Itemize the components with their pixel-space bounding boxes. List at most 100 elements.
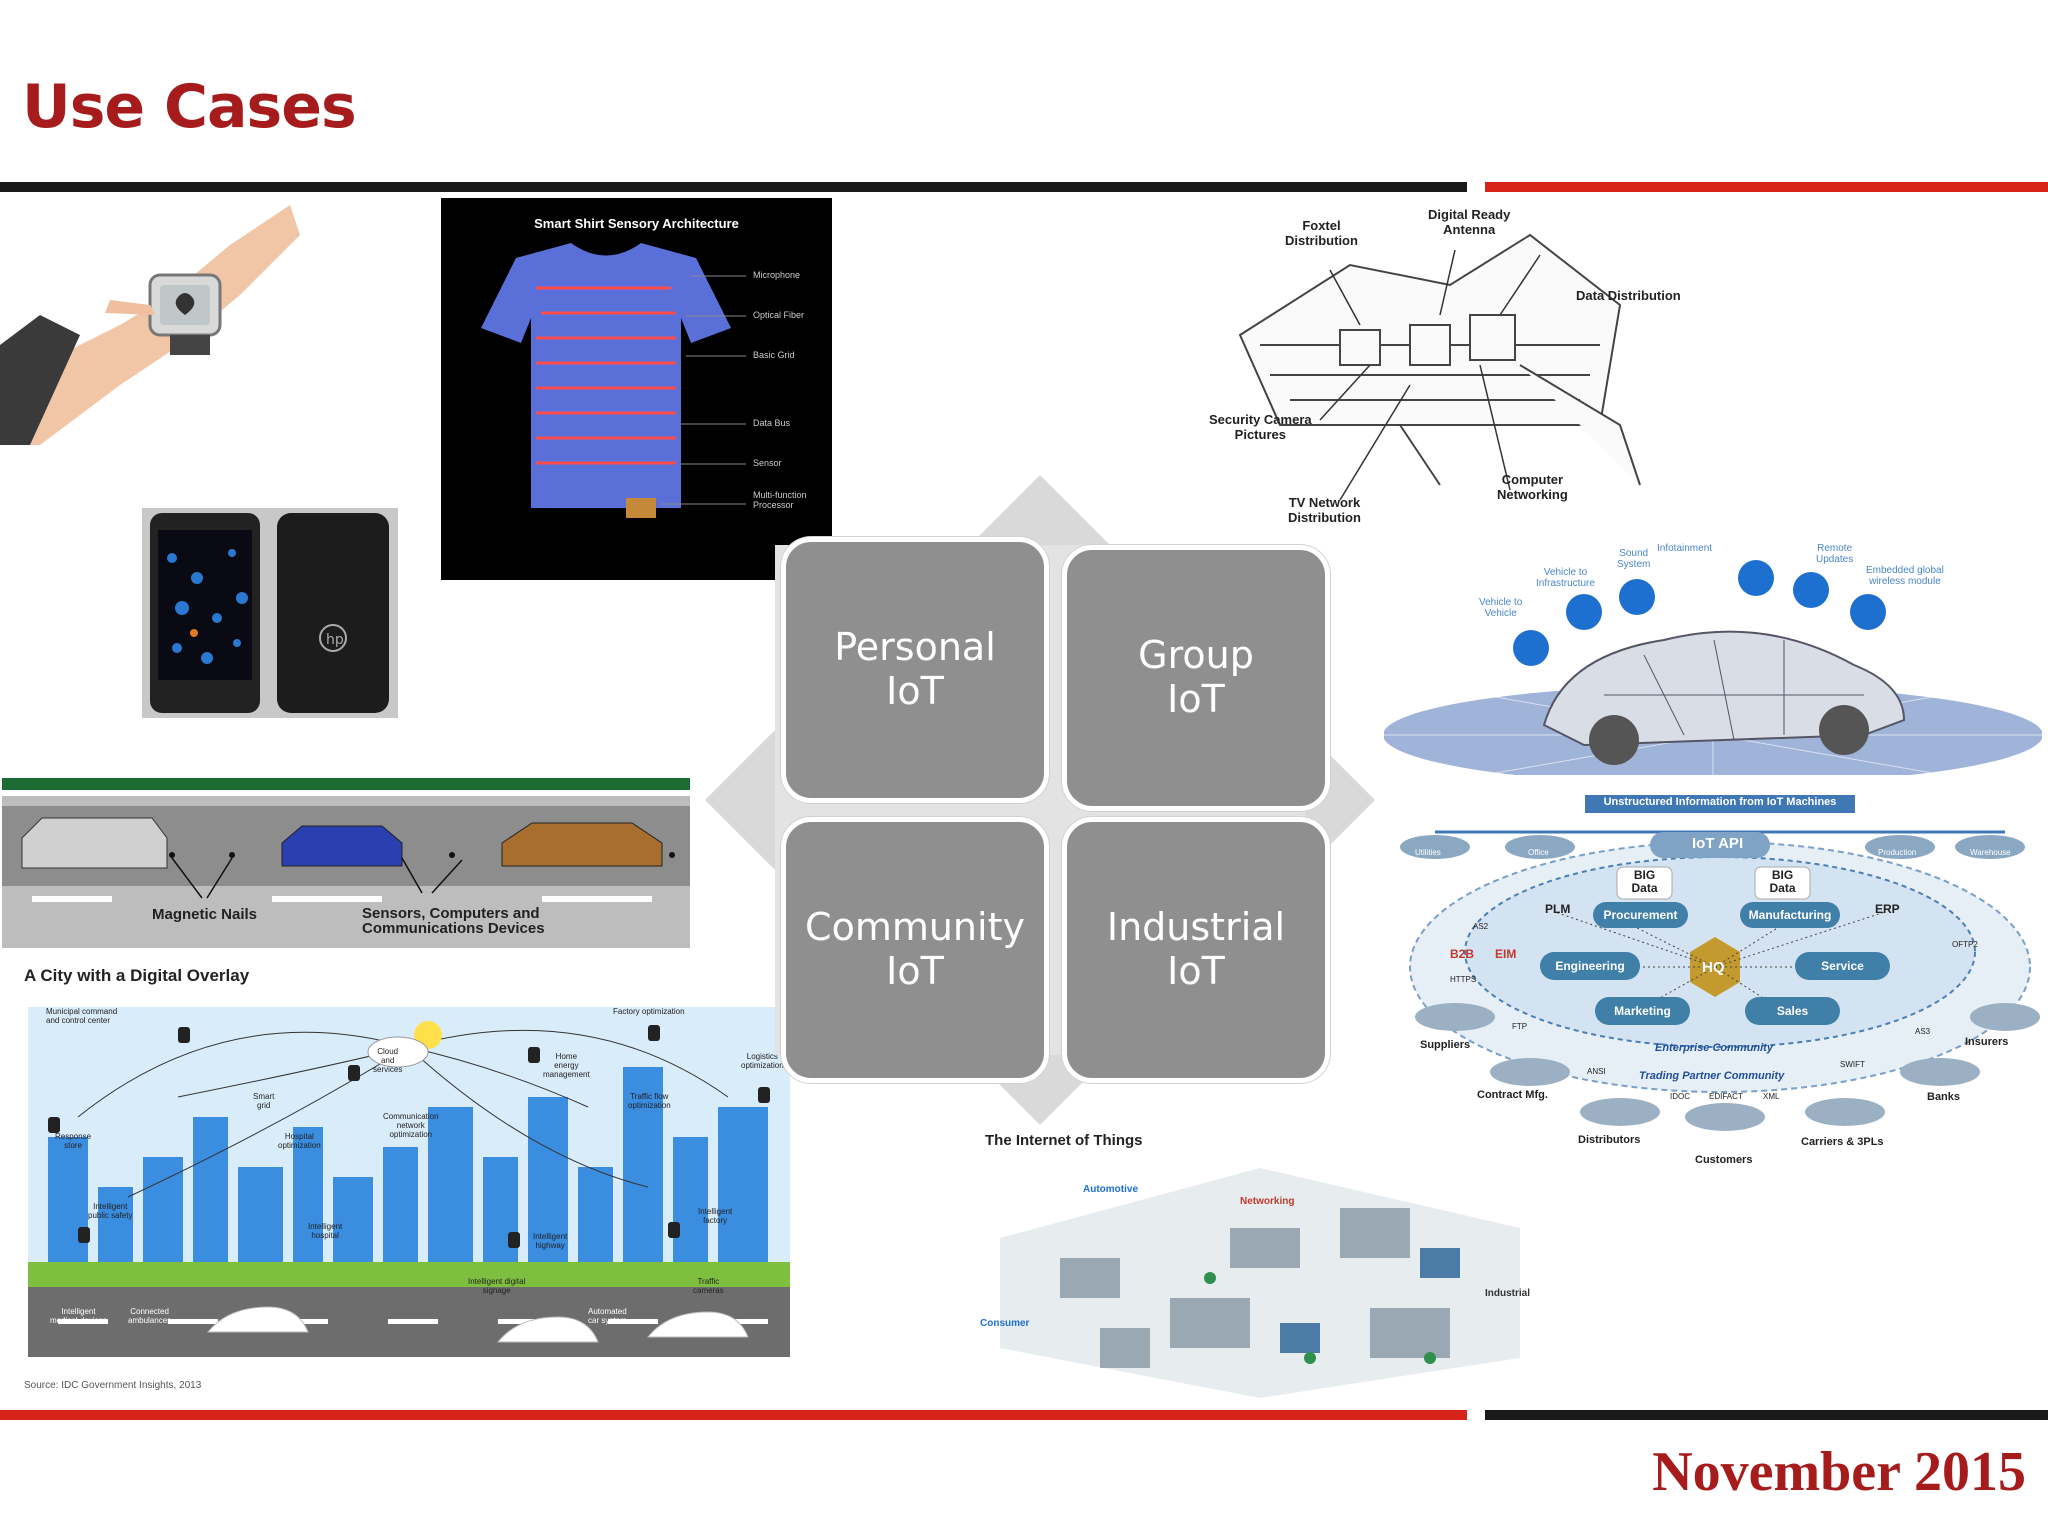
city-label: Municipal command and control center [46, 1007, 118, 1025]
module-marketing: Marketing [1595, 997, 1690, 1025]
partner-label: Customers [1695, 1154, 1753, 1166]
svg-text:hp: hp [326, 632, 344, 648]
enterprise-top-icon: Office [1528, 848, 1549, 857]
protocol-label: FTP [1512, 1022, 1528, 1031]
partner-label: Suppliers [1420, 1039, 1471, 1051]
shirt-label: Microphone [753, 270, 801, 280]
smart-road-diagram: Magnetic Nails Sensors, Computers and Co… [2, 778, 690, 948]
city-label: Intelligent public safety [88, 1202, 133, 1220]
partner-label: Contract Mfg. [1477, 1089, 1548, 1101]
city-label: Logistics optimization [741, 1052, 784, 1070]
iot-things-label: Automotive [1083, 1184, 1138, 1195]
module-hq: HQ [1702, 959, 1725, 976]
module-service: Service [1795, 952, 1890, 980]
smart-shirt-panel: Smart Shirt Sensory Architecture Microph… [441, 198, 832, 580]
city-label: Connected ambulances [128, 1307, 172, 1325]
protocol-label: AS2 [1473, 922, 1489, 931]
enterprise-top-icon: Production [1878, 848, 1917, 857]
city-label: Traffic flow optimization [628, 1092, 671, 1110]
car-label: Embedded global wireless module [1866, 565, 1944, 587]
enterprise-top-icon: Utilities [1415, 848, 1441, 857]
smart-home-diagram: Foxtel Distribution Digital Ready Antenn… [1200, 195, 1720, 540]
iot-api-label: IoT API [1692, 835, 1744, 852]
car-label: Vehicle to Vehicle [1479, 597, 1523, 619]
city-digital-overlay: A City with a Digital Overlay Municipal … [18, 962, 798, 1402]
house-label: Foxtel Distribution [1285, 218, 1358, 248]
big-data-label: BIG Data [1769, 868, 1796, 896]
house-label: Security Camera Pictures [1209, 412, 1312, 442]
city-label: Smart grid [253, 1092, 275, 1110]
shirt-label: Multi-function Processor [753, 490, 807, 510]
quadrant-personal-iot: Personal IoT [781, 537, 1049, 803]
car-label: Remote Updates [1816, 543, 1854, 565]
protocol-label: AS3 [1915, 1027, 1931, 1036]
module-manufacturing: Manufacturing [1740, 902, 1840, 928]
city-label: Hospital optimization [278, 1132, 321, 1150]
house-label: Data Distribution [1576, 288, 1681, 303]
city-label: Cloud and services [373, 1047, 403, 1074]
city-label: Intelligent factory [698, 1207, 733, 1225]
house-label: Computer Networking [1497, 472, 1568, 502]
protocol-label: OFTP2 [1952, 940, 1978, 949]
car-label: Sound System [1617, 548, 1651, 570]
internet-of-things-illustration: The Internet of Things Automotive Networ… [980, 1128, 1540, 1398]
city-label: Home energy management [543, 1052, 590, 1079]
enterprise-top-icon: Warehouse [1970, 848, 2011, 857]
enterprise-header: Unstructured Information from IoT Machin… [1603, 796, 1837, 808]
quadrant-group-iot: Group IoT [1062, 545, 1330, 811]
top-rule-red [1485, 182, 2048, 192]
eim-label: EIM [1495, 947, 1517, 961]
house-label: Digital Ready Antenna [1428, 207, 1511, 237]
shirt-label: Basic Grid [753, 350, 795, 360]
slide-title: Use Cases [22, 72, 357, 142]
protocol-label: IDOC [1670, 1092, 1690, 1101]
city-label: Traffic cameras [693, 1277, 724, 1295]
iot-things-title: The Internet of Things [985, 1132, 1143, 1149]
footer-date: November 2015 [1652, 1441, 2026, 1503]
protocol-label: EDIFACT [1709, 1092, 1743, 1101]
protocol-label: SWIFT [1840, 1060, 1865, 1069]
bottom-rule-red [0, 1410, 1467, 1420]
enterprise-iot-diagram: Unstructured Information from IoT Machin… [1395, 792, 2045, 1172]
protocol-label: HTTPS [1450, 975, 1477, 984]
shirt-label: Sensor [753, 458, 782, 468]
city-label: Automated car system [588, 1307, 627, 1325]
module-engineering: Engineering [1540, 952, 1640, 980]
quadrant-community-iot: Community IoT [781, 817, 1049, 1083]
city-title: A City with a Digital Overlay [24, 966, 250, 985]
partner-label: Distributors [1578, 1134, 1641, 1146]
city-label: Intelligent medical devices [50, 1307, 107, 1325]
smart-shirt-title: Smart Shirt Sensory Architecture [534, 216, 739, 231]
protocol-label: ANSI [1587, 1067, 1606, 1076]
quadrant-industrial-iot: Industrial IoT [1062, 817, 1330, 1083]
protocol-label: XML [1763, 1092, 1780, 1101]
big-data-label: BIG Data [1631, 868, 1658, 896]
module-sales: Sales [1745, 997, 1840, 1025]
road-label: Magnetic Nails [152, 906, 258, 923]
module-procurement: Procurement [1593, 902, 1688, 928]
house-label: TV Network Distribution [1288, 495, 1361, 525]
road-label: Sensors, Computers and Communications De… [362, 905, 545, 937]
top-rule-dark [0, 182, 1467, 192]
shirt-graphic [481, 243, 746, 518]
city-label: Response store [55, 1132, 92, 1150]
module-erp: ERP [1875, 902, 1900, 916]
smartphone-image: hp [142, 508, 398, 718]
city-label: Intelligent hospital [308, 1222, 343, 1240]
shirt-label: Data Bus [753, 418, 791, 428]
iot-things-label: Industrial [1485, 1288, 1531, 1299]
partner-label: Banks [1927, 1091, 1961, 1103]
iot-things-label: Consumer [980, 1318, 1030, 1329]
partner-label: Carriers & 3PLs [1801, 1136, 1884, 1148]
city-label: Factory optimization [613, 1007, 685, 1016]
bottom-rule-dark [1485, 1410, 2048, 1420]
module-plm: PLM [1545, 902, 1571, 916]
partner-label: Insurers [1965, 1036, 2009, 1048]
connected-car-image: Vehicle to Vehicle Vehicle to Infrastruc… [1384, 543, 2042, 775]
wrist-device-image [0, 205, 310, 445]
shirt-label: Optical Fiber [753, 310, 805, 320]
car-label: Vehicle to Infrastructure [1536, 567, 1595, 589]
community-label: Enterprise Community [1655, 1042, 1773, 1054]
b2b-label: B2B [1450, 947, 1475, 961]
city-label: Communication network optimization [383, 1112, 439, 1139]
